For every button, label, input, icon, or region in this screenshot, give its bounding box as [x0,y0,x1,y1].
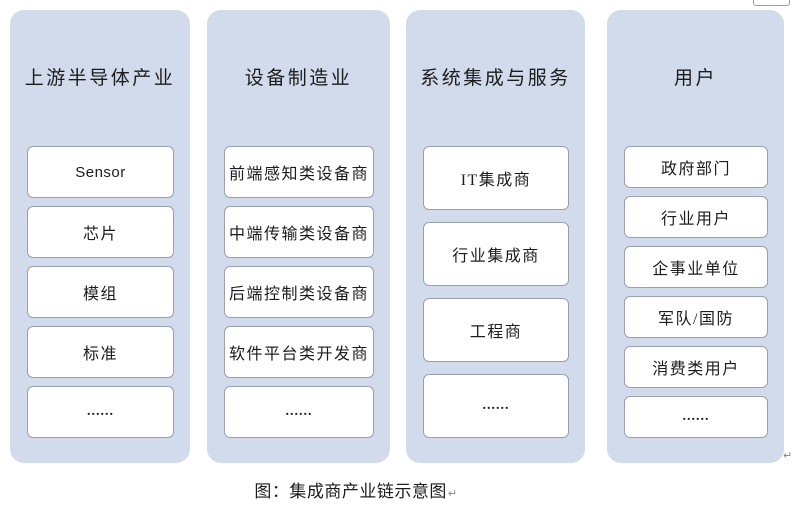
item-box: 行业集成商 [423,222,569,286]
cropped-box-top-right [753,0,790,6]
column-items: 前端感知类设备商中端传输类设备商后端控制类设备商软件平台类开发商...... [224,146,374,438]
item-box: ...... [624,396,768,438]
item-box: ...... [224,386,374,438]
column-title: 系统集成与服务 [420,67,571,89]
item-box: ...... [27,386,174,438]
item-box: 消费类用户 [624,346,768,388]
item-box: 标准 [27,326,174,378]
item-box: 军队/国防 [624,296,768,338]
item-box: 工程商 [423,298,569,362]
column-title: 设备制造业 [244,67,353,89]
column-equipment-manufacturing: 设备制造业前端感知类设备商中端传输类设备商后端控制类设备商软件平台类开发商...… [207,10,390,463]
item-box: 前端感知类设备商 [224,146,374,198]
item-box: 模组 [27,266,174,318]
column-items: IT集成商行业集成商工程商...... [423,146,569,438]
item-box: 企事业单位 [624,246,768,288]
column-items: 政府部门行业用户企事业单位军队/国防消费类用户...... [624,146,768,438]
item-box: 软件平台类开发商 [224,326,374,378]
paragraph-mark-icon: ↵ [447,487,458,500]
item-box: Sensor [27,146,174,198]
item-box: IT集成商 [423,146,569,210]
column-items: Sensor 芯片模组标准...... [27,146,174,438]
item-box: 中端传输类设备商 [224,206,374,258]
column-system-integration-and-services: 系统集成与服务 IT集成商行业集成商工程商...... [406,10,585,463]
paragraph-mark-icon: ↵ [783,449,793,462]
column-users: 用户政府部门行业用户企事业单位军队/国防消费类用户...... [607,10,784,463]
column-upstream-semiconductor-industry: 上游半导体产业 Sensor 芯片模组标准...... [10,10,190,463]
figure-caption: 图：集成商产业链示意图↵ [0,477,712,502]
figure-caption-text: 图：集成商产业链示意图 [254,482,447,501]
item-box: 芯片 [27,206,174,258]
item-box: 行业用户 [624,196,768,238]
column-title: 用户 [673,67,717,89]
item-box: ...... [423,374,569,438]
item-box: 后端控制类设备商 [224,266,374,318]
item-box: 政府部门 [624,146,768,188]
column-title: 上游半导体产业 [24,67,176,89]
